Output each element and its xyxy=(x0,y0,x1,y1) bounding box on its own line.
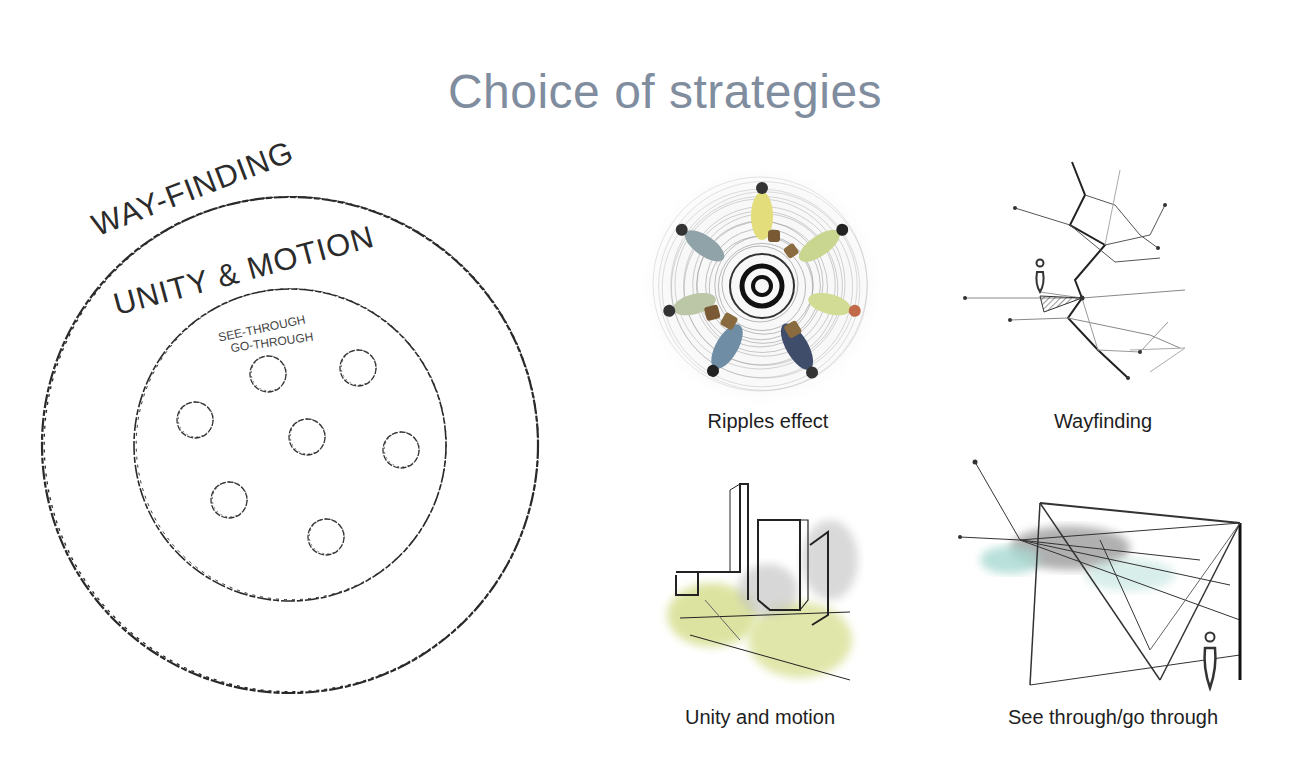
unity-motion-illustration xyxy=(667,484,858,680)
strategy-circle: WAY-FINDINGUNITY & MOTION xyxy=(40,193,540,697)
ripples-illustration xyxy=(653,177,870,394)
title: Choice of strategies xyxy=(448,66,882,119)
caption: See through/go through xyxy=(1008,706,1218,728)
see-through-illustration xyxy=(958,460,1240,689)
circle-label: WAY-FINDING xyxy=(87,135,298,243)
caption: Wayfinding xyxy=(1054,410,1152,432)
circle-label: UNITY & MOTION xyxy=(110,220,378,322)
wayfinding-illustration xyxy=(963,162,1185,380)
caption: Ripples effect xyxy=(708,410,829,432)
caption: Unity and motion xyxy=(685,706,835,728)
